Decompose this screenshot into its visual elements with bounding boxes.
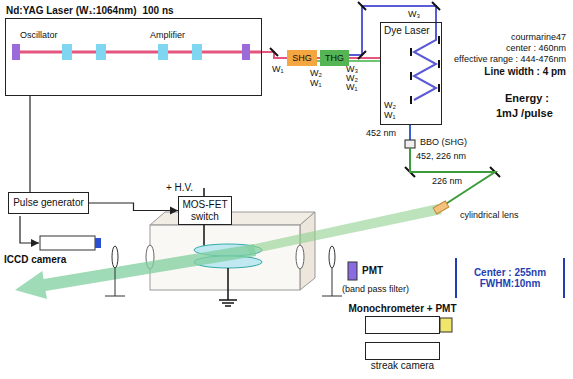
node-text: SHG <box>292 53 312 63</box>
452-beam <box>409 125 411 140</box>
label: W₂ <box>384 100 396 110</box>
optic <box>96 44 106 60</box>
mirrors <box>270 2 500 177</box>
label: W₃ <box>346 64 358 74</box>
laser-sheet <box>246 204 442 254</box>
node-text: 100 ns <box>142 5 173 17</box>
amplifier-rod <box>242 44 250 60</box>
pmt-head <box>440 318 452 332</box>
label: Energy : <box>505 92 549 105</box>
226-beam <box>410 148 495 207</box>
optic <box>62 44 72 60</box>
label: W₁ <box>272 64 284 74</box>
iccd-lens <box>95 238 101 248</box>
node-text: FWHM:10nm <box>480 278 541 290</box>
label: 452 nm <box>366 128 396 138</box>
label: Amplifier <box>150 30 185 40</box>
window <box>296 245 304 269</box>
label: 452, 226 nm <box>416 151 466 161</box>
node-text: Dye Laser <box>384 25 430 37</box>
node-text: MOS-FET switch <box>182 199 228 222</box>
lens-stand <box>105 246 342 296</box>
connector <box>89 203 178 211</box>
pmt <box>348 262 357 280</box>
connector <box>29 96 30 192</box>
label: PMT <box>362 265 383 277</box>
label: W₁ <box>384 110 396 120</box>
node-text: Nd:YAG Laser (W₁:1064nm) <box>6 5 136 17</box>
label: W₂ <box>346 73 358 83</box>
label: Oscillator <box>20 30 58 40</box>
label: W₂ <box>310 68 322 78</box>
chamber-top <box>150 212 315 225</box>
streak-camera-box: streak camera <box>365 342 440 360</box>
monochromator-box: Monochrometer + PMT <box>365 316 440 334</box>
label: cylindrical lens <box>460 210 519 220</box>
bbo-crystal <box>405 140 415 148</box>
cylindrical-lens <box>433 201 449 214</box>
hv-wire <box>203 188 205 196</box>
w3-beam <box>344 6 436 100</box>
pulse-generator-box: Pulse generator <box>8 192 89 214</box>
laser-beam <box>12 51 262 54</box>
oscillator-rod <box>12 44 20 60</box>
optic <box>158 44 168 60</box>
label: courmarine47 <box>511 32 566 42</box>
label: W₁ <box>346 82 358 92</box>
node-text: Center : 255nm <box>474 267 546 279</box>
label: W₃ <box>408 9 420 19</box>
hv-wire <box>203 222 205 246</box>
thg-crystal: THG <box>320 50 349 66</box>
ground-symbol <box>219 268 237 306</box>
iccd-body <box>40 236 95 250</box>
label: effective range : 444-476nm <box>454 54 566 64</box>
node-text: Monochrometer + PMT <box>348 303 456 315</box>
laser-box: Nd:YAG Laser (W₁:1064nm)100 ns <box>5 18 262 96</box>
emission-arrow <box>15 244 256 299</box>
node-text: Pulse generator <box>13 197 84 209</box>
label: (band pass filter) <box>342 284 409 294</box>
switch-box: MOS-FET switch <box>178 196 232 225</box>
trigger-line <box>20 216 39 243</box>
node-text: streak camera <box>371 360 434 372</box>
label: 226 nm <box>432 176 462 186</box>
label: + H.V. <box>166 182 193 194</box>
optic <box>192 44 202 60</box>
label: 1mJ /pulse <box>496 107 553 120</box>
label: ICCD camera <box>4 254 66 266</box>
label: BBO (SHG) <box>420 137 467 147</box>
shg-crystal: SHG <box>287 50 317 66</box>
label: W₁ <box>310 78 322 88</box>
node-text: THG <box>325 53 344 63</box>
filter-spec-box: Center : 255nmFWHM:10nm <box>455 258 565 298</box>
label: center : 460nm <box>506 43 566 53</box>
label: Line width : 4 pm <box>484 66 566 78</box>
